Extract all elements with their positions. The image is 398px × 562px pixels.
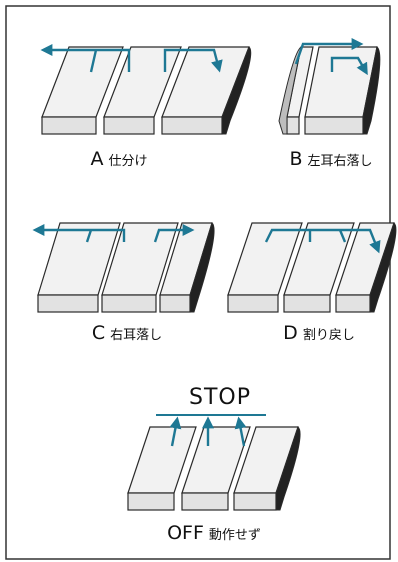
panel-a-caption: A 仕分け xyxy=(74,147,164,171)
outer-border xyxy=(5,5,391,560)
arrows-layer xyxy=(32,38,381,447)
off-caption: OFF 動作せず xyxy=(144,521,284,545)
board xyxy=(159,222,215,313)
arrow-right-icon xyxy=(163,48,223,73)
panel-label: 右耳落し xyxy=(110,328,163,343)
board xyxy=(233,426,301,511)
board xyxy=(103,46,182,135)
panel-b-caption: B 左耳右落し xyxy=(272,147,390,171)
arrow-right-icon xyxy=(294,38,364,65)
panel-c-caption: C 右耳落し xyxy=(72,321,182,345)
board xyxy=(283,222,355,313)
board xyxy=(101,222,179,313)
board xyxy=(227,222,303,313)
panel-label: 割り戻し xyxy=(302,328,355,343)
off-letter: OFF xyxy=(167,522,204,544)
stop-arrows xyxy=(169,416,247,447)
panel-d-arrows xyxy=(264,228,381,254)
board xyxy=(181,426,251,511)
arrow-left-icon xyxy=(40,44,131,72)
arrow-right-icon xyxy=(153,224,195,243)
board xyxy=(278,45,314,135)
boards-layer xyxy=(37,45,397,511)
board xyxy=(127,426,197,511)
panel-letter: C xyxy=(91,322,106,344)
panel-label: 仕分け xyxy=(108,154,148,169)
panel-d-caption: D 割り戻し xyxy=(264,321,374,345)
off-label: 動作せず xyxy=(208,528,261,543)
panel-a-arrows xyxy=(40,44,223,73)
panel-letter: B xyxy=(289,148,303,170)
board xyxy=(37,222,121,313)
panel-b-arrows xyxy=(294,38,368,76)
board xyxy=(41,46,124,135)
stop-label: STOP xyxy=(189,385,251,410)
arrow-right-icon xyxy=(330,56,368,76)
board xyxy=(304,46,381,135)
panel-letter: D xyxy=(283,322,298,344)
arrow-up-icon xyxy=(169,416,182,447)
panel-label: 左耳右落し xyxy=(307,154,373,169)
board xyxy=(161,46,252,135)
panel-c-arrows xyxy=(32,224,195,243)
arrow-up-icon xyxy=(234,416,247,447)
arrow-left-icon xyxy=(32,224,126,242)
arrow-right-icon xyxy=(264,228,381,254)
panel-letter: A xyxy=(90,148,104,170)
